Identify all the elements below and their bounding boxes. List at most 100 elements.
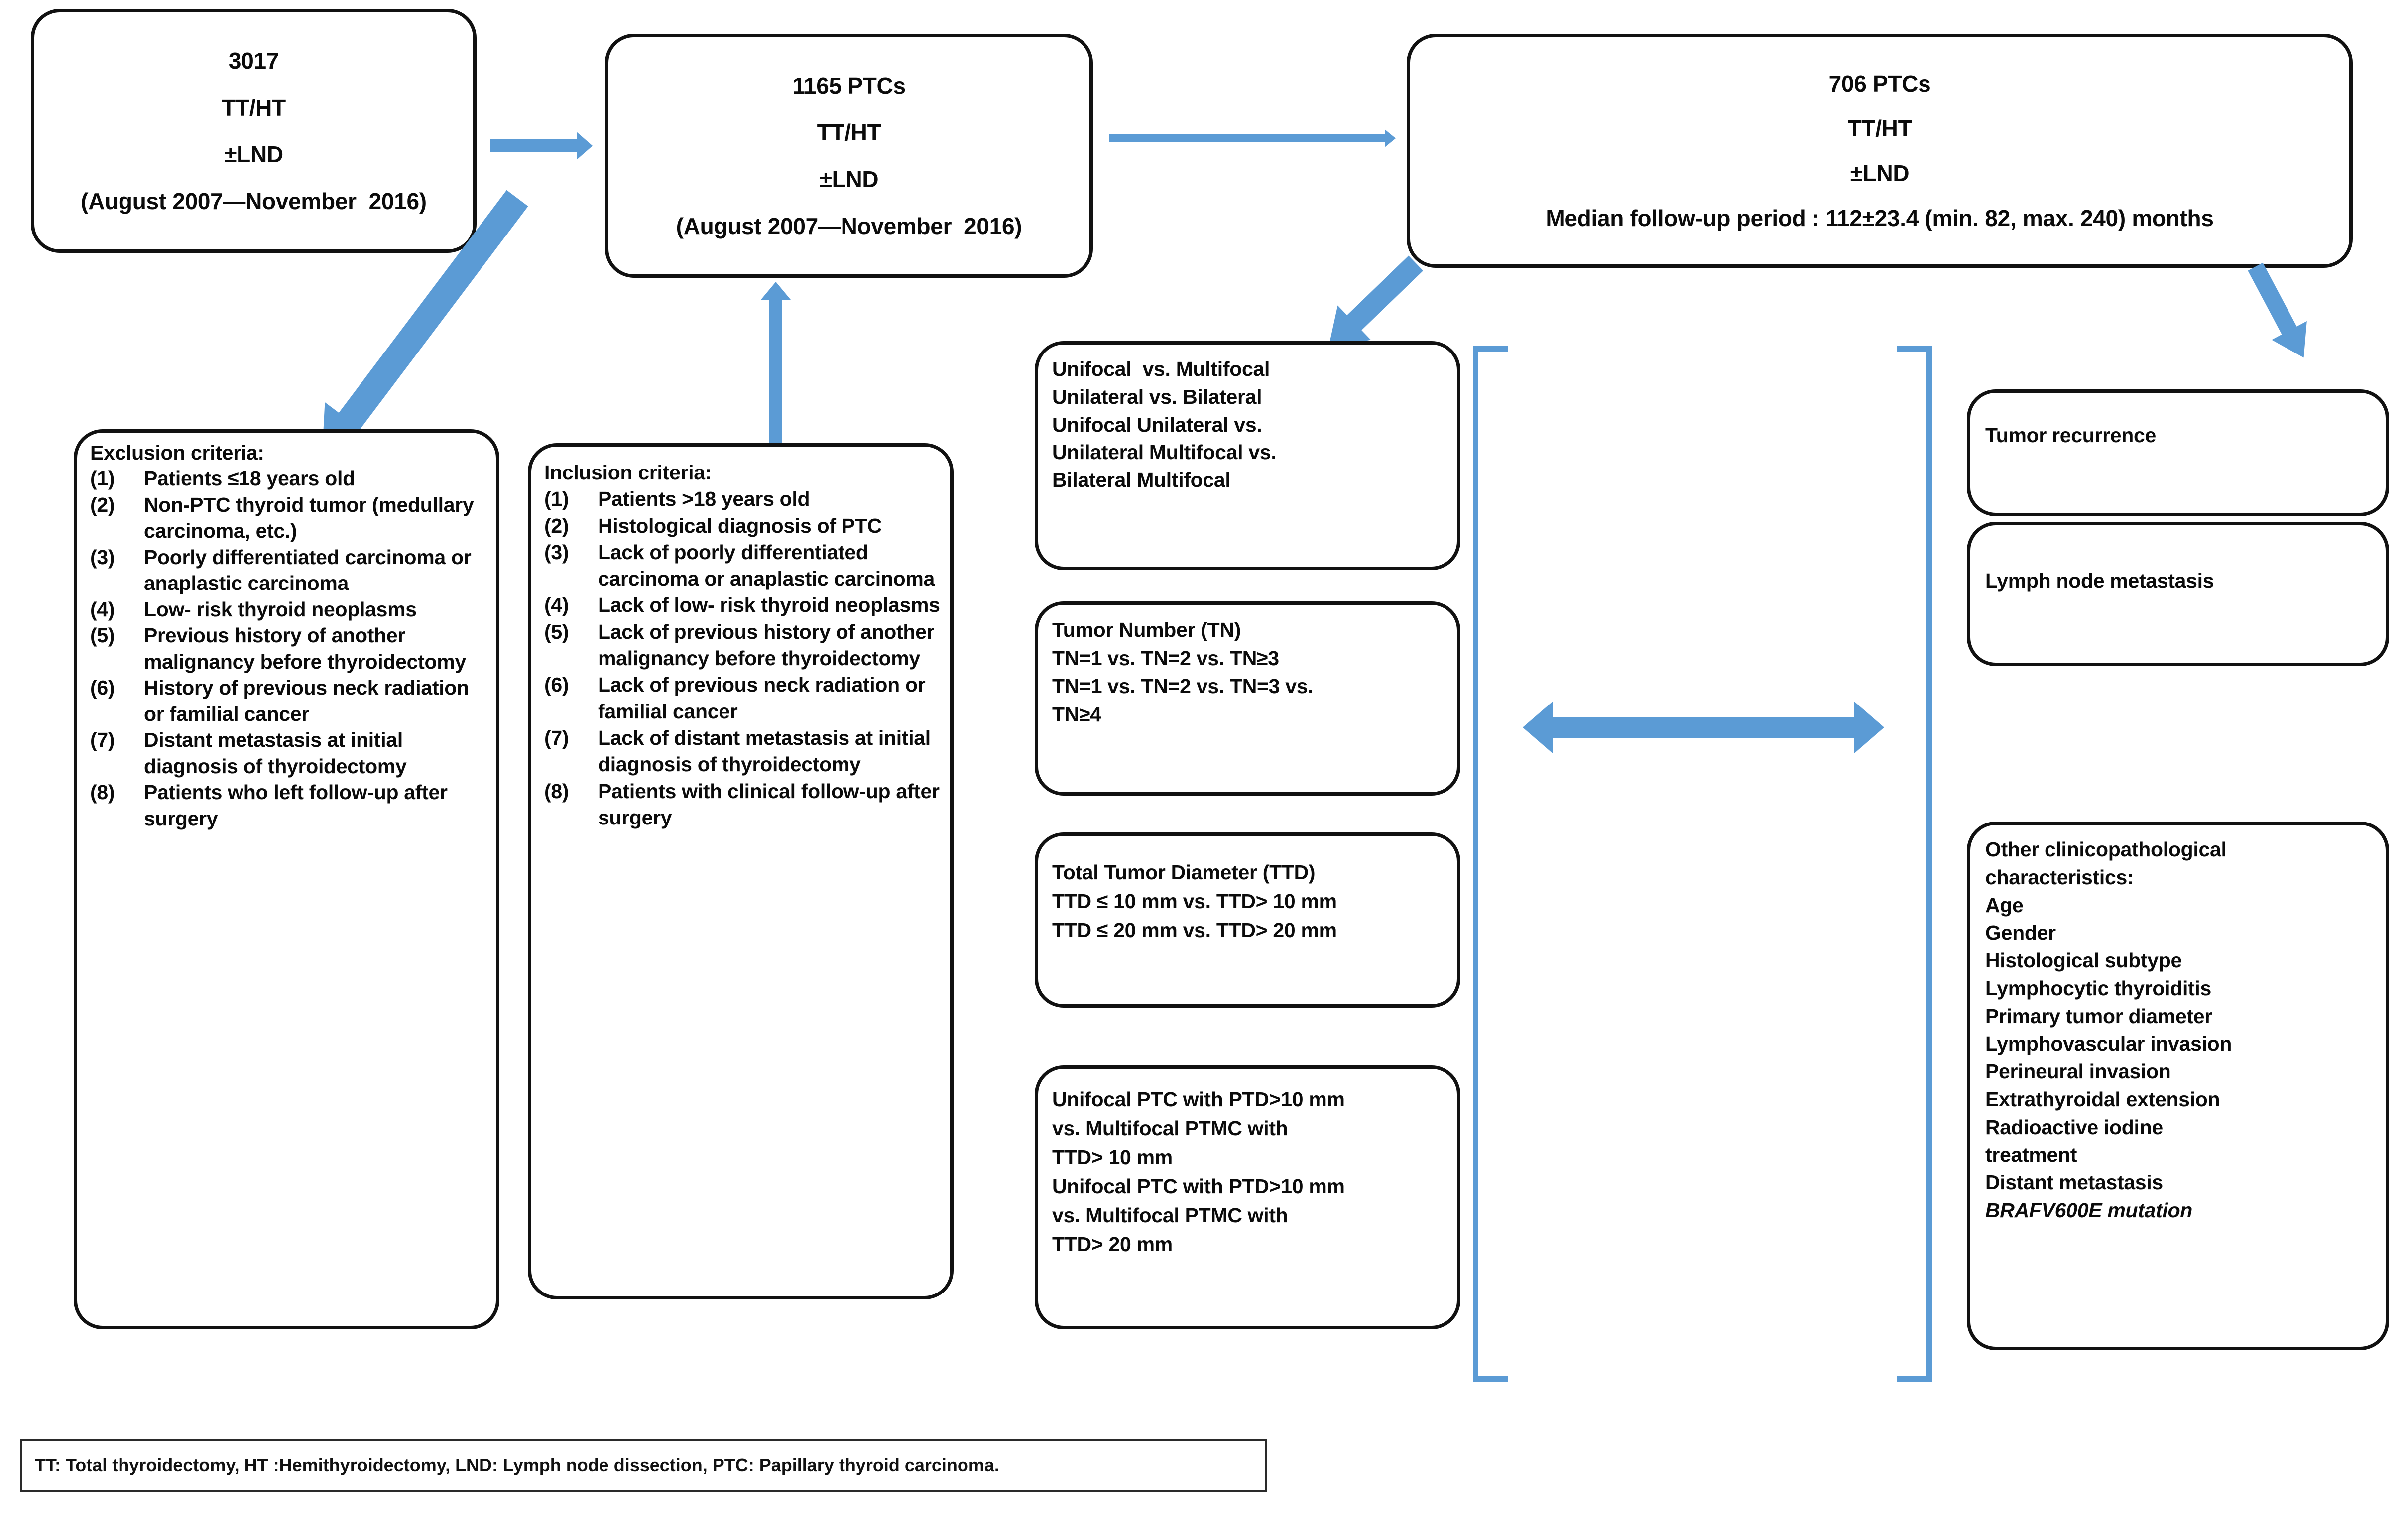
other-characteristics-item-distant-metastasis: Distant metastasis [1985, 1171, 2163, 1194]
other-characteristics-item-braf-mutation: BRAFV600E mutation [1985, 1198, 2193, 1222]
focality-line-1: Unifocal vs. Multifocal [1052, 357, 1270, 380]
exclusion-heading: Exclusion criteria: [90, 441, 264, 464]
exclusion-item-3: (3) Poorly differentiated carcinoma or a… [90, 544, 488, 596]
tumor-diameter-line-3: TTD ≤ 20 mm vs. TTD> 20 mm [1052, 919, 1337, 942]
other-characteristics-item-age: Age [1985, 893, 2024, 917]
cohort-initial-line-3: ±LND [224, 141, 283, 167]
box-tumor-recurrence: Tumor recurrence [1967, 389, 2389, 516]
legend-abbreviations: TT: Total thyroidectomy, HT :Hemithyroid… [20, 1439, 1267, 1492]
tumor-number-line-3: TN=1 vs. TN=2 vs. TN=3 vs. [1052, 675, 1314, 698]
focality-line-3: Unifocal Unilateral vs. [1052, 413, 1262, 436]
ptc-comparison-line-3: TTD> 10 mm [1052, 1146, 1173, 1169]
cohort-ptc-line-1: 1165 PTCs [792, 73, 906, 99]
lymph-node-metastasis-label: Lymph node metastasis [1985, 569, 2214, 592]
other-characteristics-item-histological-subtype: Histological subtype [1985, 949, 2182, 972]
exclusion-item-6-number: (6) [90, 676, 115, 700]
other-characteristics-item-primary-tumor-diameter: Primary tumor diameter [1985, 1004, 2212, 1028]
box-cohort-ptc: 1165 PTCs TT/HT ±LND (August 2007—Novemb… [605, 34, 1093, 278]
focality-line-5: Bilateral Multifocal [1052, 469, 1231, 491]
cohort-final-line-2: TT/HT [1847, 116, 1912, 141]
other-characteristics-heading-line-2: characteristics: [1985, 865, 2134, 889]
arrow-inclusion-to-ptc [769, 299, 782, 443]
exclusion-item-5-text: Previous history of another malignancy b… [144, 624, 466, 673]
inclusion-item-7-number: (7) [544, 726, 569, 749]
arrow-initial-to-ptc [490, 139, 578, 152]
cohort-final-line-3: ±LND [1850, 160, 1910, 186]
box-exclusion-criteria: Exclusion criteria: (1) Patients ≤18 yea… [74, 429, 499, 1329]
inclusion-item-6: (6) Lack of previous neck radiation or f… [544, 672, 942, 725]
inclusion-item-8-text: Patients with clinical follow-up after s… [598, 779, 940, 829]
other-characteristics-heading-line-1: Other clinicopathological [1985, 838, 2227, 861]
exclusion-item-8-number: (8) [90, 781, 115, 804]
inclusion-item-3: (3) Lack of poorly differentiated carcin… [544, 539, 942, 592]
exclusion-item-5-number: (5) [90, 624, 115, 647]
inclusion-item-1-text: Patients >18 years old [598, 487, 810, 511]
inclusion-item-7: (7) Lack of distant metastasis at initia… [544, 725, 942, 778]
exclusion-item-8: (8) Patients who left follow-up after su… [90, 779, 488, 831]
inclusion-item-8: (8) Patients with clinical follow-up aft… [544, 778, 942, 831]
cohort-initial-line-2: TT/HT [222, 95, 286, 120]
arrow-final-to-focality [1312, 255, 1424, 365]
inclusion-item-2-number: (2) [544, 514, 569, 537]
tumor-number-line-4: TN≥4 [1052, 703, 1101, 726]
exclusion-item-8-text: Patients who left follow-up after surger… [144, 781, 448, 830]
exclusion-item-6-text: History of previous neck radiation or fa… [144, 676, 469, 725]
inclusion-item-2: (2) Histological diagnosis of PTC [544, 513, 942, 539]
exclusion-item-7-text: Distant metastasis at initial diagnosis … [144, 728, 407, 778]
exclusion-item-1: (1) Patients ≤18 years old [90, 466, 488, 491]
ptc-comparison-line-6: TTD> 20 mm [1052, 1233, 1173, 1256]
focality-line-2: Unilateral vs. Bilateral [1052, 385, 1262, 408]
cohort-ptc-line-3: ±LND [819, 166, 879, 192]
cohort-final-line-4: Median follow-up period : 112±23.4 (min.… [1546, 205, 2214, 231]
cohort-initial-line-1: 3017 [228, 48, 279, 74]
cohort-initial-line-4: (August 2007—November 2016) [81, 188, 427, 214]
ptc-comparison-line-1: Unifocal PTC with PTD>10 mm [1052, 1088, 1345, 1111]
other-characteristics-item-lymphovascular-invasion: Lymphovascular invasion [1985, 1032, 2232, 1056]
other-characteristics-item-radioactive-iodine: Radioactive iodine [1985, 1115, 2163, 1139]
box-other-characteristics: Other clinicopathological characteristic… [1967, 822, 2389, 1350]
inclusion-item-8-number: (8) [544, 779, 569, 803]
exclusion-item-5: (5) Previous history of another malignan… [90, 622, 488, 675]
exclusion-item-1-number: (1) [90, 467, 115, 490]
exclusion-item-2: (2) Non-PTC thyroid tumor (medullary car… [90, 492, 488, 544]
box-cohort-initial: 3017 TT/HT ±LND (August 2007—November 20… [31, 9, 477, 253]
exclusion-item-4-number: (4) [90, 597, 115, 621]
arrow-ptc-to-final [1109, 134, 1386, 142]
inclusion-heading: Inclusion criteria: [544, 461, 712, 484]
other-characteristics-item-perineural-invasion: Perineural invasion [1985, 1060, 2171, 1083]
focality-line-4: Unilateral Multifocal vs. [1052, 441, 1277, 464]
arrow-initial-to-exclusion [297, 190, 528, 476]
exclusion-item-4-text: Low- risk thyroid neoplasms [144, 597, 417, 621]
inclusion-item-1-number: (1) [544, 487, 569, 511]
tumor-number-line-1: Tumor Number (TN) [1052, 618, 1241, 641]
inclusion-item-1: (1) Patients >18 years old [544, 486, 942, 512]
exclusion-item-4: (4) Low- risk thyroid neoplasms [90, 596, 488, 622]
exclusion-item-3-text: Poorly differentiated carcinoma or anapl… [144, 545, 472, 595]
exclusion-item-7-number: (7) [90, 728, 115, 752]
bracket-right-group [1897, 346, 1932, 1382]
other-characteristics-item-gender: Gender [1985, 921, 2056, 944]
ptc-comparison-line-4: Unifocal PTC with PTD>10 mm [1052, 1175, 1345, 1198]
inclusion-item-2-text: Histological diagnosis of PTC [598, 514, 882, 537]
exclusion-item-2-text: Non-PTC thyroid tumor (medullary carcino… [144, 493, 474, 543]
inclusion-item-6-number: (6) [544, 673, 569, 697]
inclusion-item-5-number: (5) [544, 620, 569, 643]
ptc-comparison-line-5: vs. Multifocal PTMC with [1052, 1203, 1288, 1227]
box-lymph-node-metastasis: Lymph node metastasis [1967, 522, 2389, 666]
other-characteristics-item-extrathyroidal-extension: Extrathyroidal extension [1985, 1087, 2220, 1111]
inclusion-item-3-number: (3) [544, 540, 569, 564]
exclusion-item-2-number: (2) [90, 493, 115, 516]
exclusion-item-7: (7) Distant metastasis at initial diagno… [90, 727, 488, 779]
inclusion-item-5: (5) Lack of previous history of another … [544, 619, 942, 672]
tumor-diameter-line-1: Total Tumor Diameter (TTD) [1052, 861, 1316, 884]
ptc-comparison-line-2: vs. Multifocal PTMC with [1052, 1117, 1288, 1140]
other-characteristics-item-treatment: treatment [1985, 1143, 2077, 1167]
exclusion-item-3-number: (3) [90, 545, 115, 569]
box-cohort-final: 706 PTCs TT/HT ±LND Median follow-up per… [1407, 34, 2353, 268]
inclusion-item-3-text: Lack of poorly differentiated carcinoma … [598, 540, 935, 590]
box-tumor-diameter: Total Tumor Diameter (TTD) TTD ≤ 10 mm v… [1035, 832, 1460, 1008]
box-focality-comparisons: Unifocal vs. Multifocal Unilateral vs. B… [1035, 341, 1460, 570]
exclusion-item-1-text: Patients ≤18 years old [144, 467, 355, 490]
inclusion-item-6-text: Lack of previous neck radiation or famil… [598, 673, 926, 723]
